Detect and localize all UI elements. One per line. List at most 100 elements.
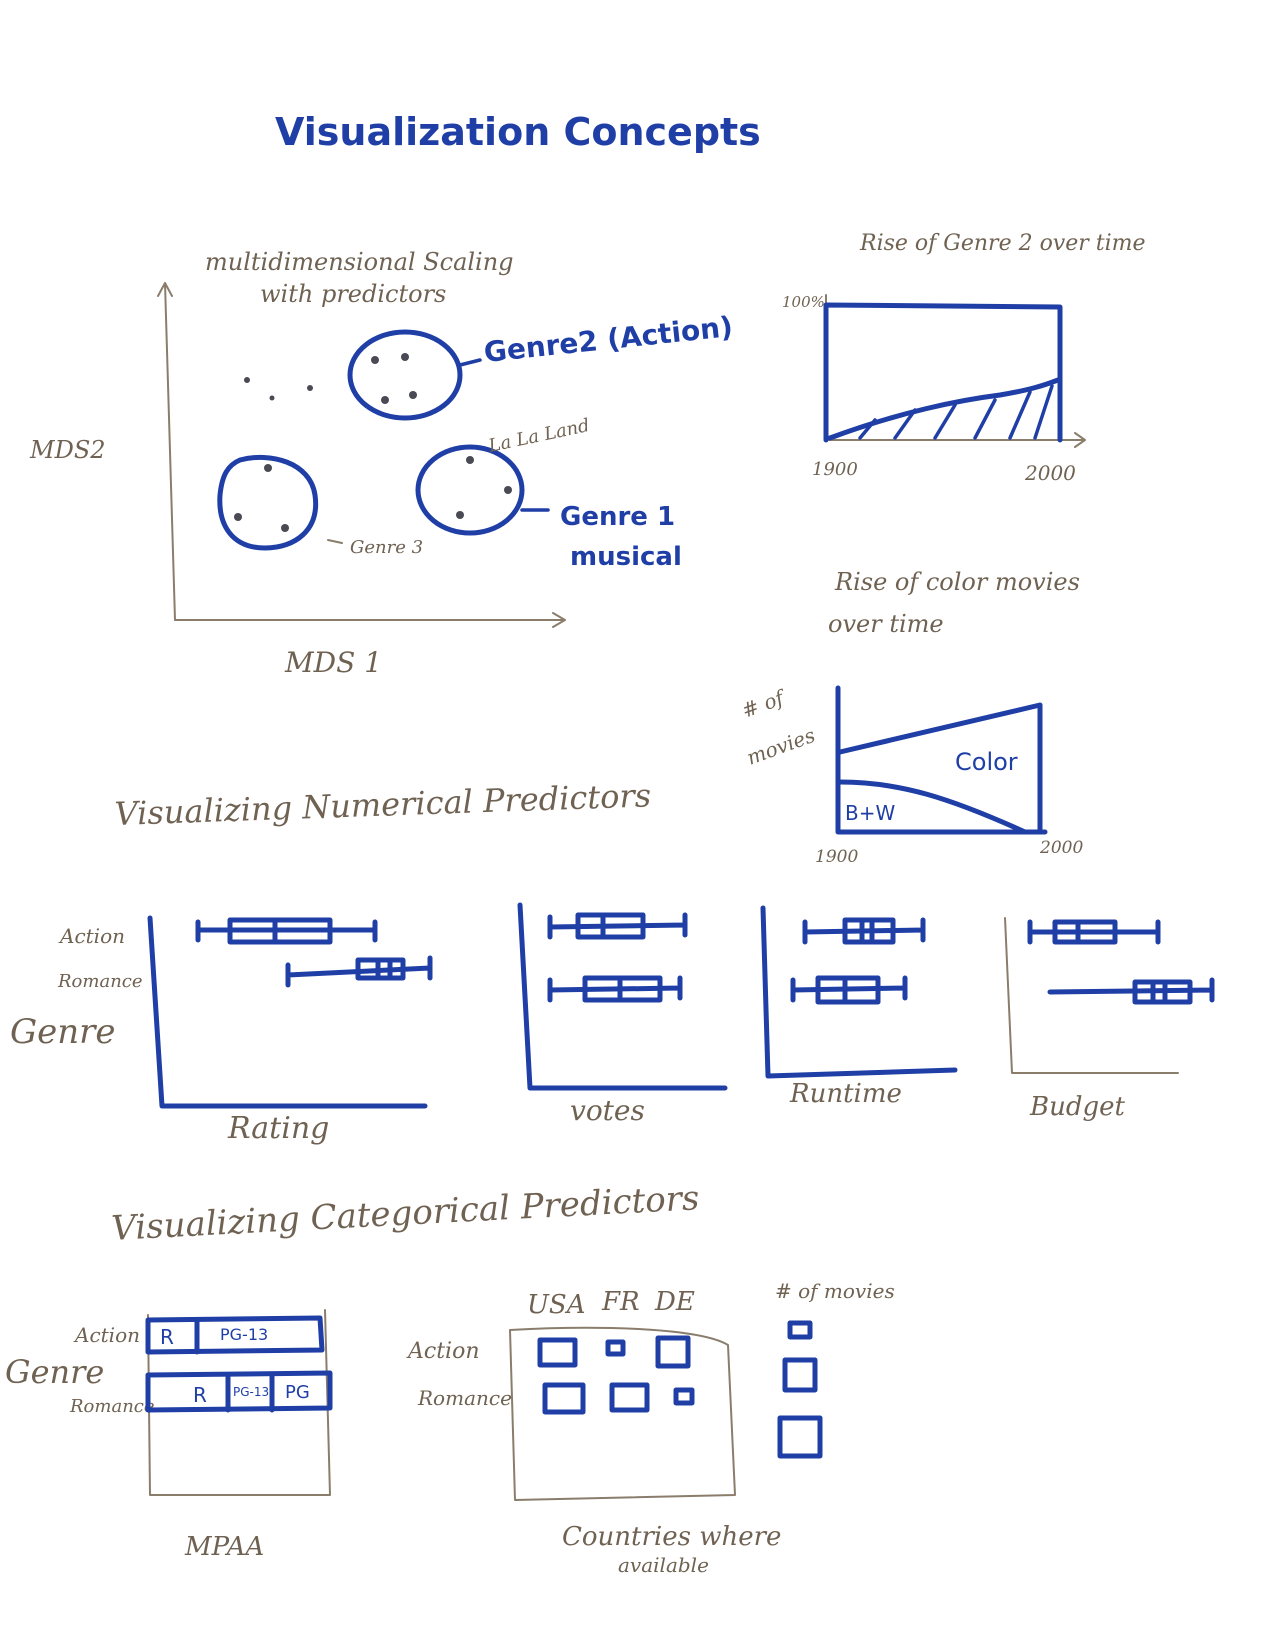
legend-square-medium [782,1357,818,1393]
mds-sketch: multidimensional Scaling with predictors… [29,248,734,679]
rise-color-x-end: 2000 [1039,838,1083,858]
votes-action-iqr [575,912,646,940]
rise-color-title-line1: Rise of color movies [834,568,1080,596]
genre1-label-line1: Genre 1 [560,502,675,532]
mds-point [307,385,313,391]
rise-color-color-label: Color [955,748,1018,776]
mds-point [371,356,379,364]
mpaa-romance-seg-pg: PG [285,1382,310,1403]
budget-romance-box [1047,977,1215,1003]
countries-sketch: USA FR DE Action Romance Countries where… [406,1287,781,1577]
mds-point [269,395,275,401]
countries-col-fr: FR [601,1287,640,1317]
mds-point [504,486,512,494]
rise-genre2-hatching [858,384,1054,440]
numerical-section: Visualizing Numerical Predictors Genre A… [10,776,1215,1146]
legend-square-large [777,1415,823,1459]
genre3-cluster [217,454,319,551]
rating-axes [147,915,428,1109]
votes-x-label: votes [570,1094,645,1127]
numerical-heading: Visualizing Numerical Predictors [114,776,652,833]
mds-point [401,353,409,361]
numerical-romance-label: Romance [57,971,143,992]
countries-col-usa: USA [527,1290,586,1320]
categorical-heading: Visualizing Categorical Predictors [110,1178,700,1249]
rise-color-bw-label: B+W [845,801,895,825]
mds-point [234,513,242,521]
genre2-label: Genre2 (Action) [482,310,734,369]
mds-y-axis [157,282,176,621]
tile-romance-fr [609,1382,650,1413]
rise-color-title-line2: over time [828,610,944,638]
mds-point [456,511,464,519]
genre2-cluster [347,329,463,421]
runtime-romance-iqr [815,975,881,1005]
countries-x-label-line1: Countries where [562,1522,781,1552]
boxplot-rating: Rating [147,915,433,1146]
mpaa-action-label: Action [73,1323,140,1347]
rise-color-bw-boundary [837,779,1028,835]
budget-x-label: Budget [1029,1092,1126,1122]
tile-action-usa [537,1337,578,1368]
rise-color-axes [835,685,1048,835]
countries-frame [509,1326,736,1501]
runtime-axes [760,905,958,1079]
rise-color-y-label-line1: # of [739,684,791,722]
runtime-action-iqr [842,917,896,945]
mpaa-romance-seg-r: R [193,1383,207,1407]
mpaa-bar-action [145,1315,325,1355]
mpaa-romance-seg-pg13: PG-13 [233,1385,269,1399]
boxplot-runtime: Runtime [760,905,958,1109]
mpaa-x-label: MPAA [184,1532,264,1562]
mds-title-line1: multidimensional Scaling [205,248,514,276]
mpaa-bar-romance [145,1370,333,1413]
runtime-x-label: Runtime [789,1079,902,1109]
rating-romance-median [375,957,393,981]
mds-point [264,464,272,472]
mpaa-action-seg-pg13: PG-13 [220,1325,268,1344]
rise-color-sketch: Rise of color movies over time # of movi… [739,568,1084,867]
votes-action-box [547,912,688,940]
rise-genre2-x-end: 2000 [1024,461,1076,485]
runtime-romance-box [790,975,908,1003]
mpaa-sketch: Genre Action Romance R PG-13 R PG-13 PG … [5,1309,333,1562]
genre3-label: Genre 3 [350,537,423,558]
budget-romance-median [1150,979,1168,1005]
lalaland-label: La La Land [486,415,592,457]
rise-genre2-title: Rise of Genre 2 over time [859,231,1146,256]
legend-square-small [787,1320,813,1340]
rating-x-label: Rating [227,1111,329,1146]
rise-genre2-area [827,377,1061,441]
budget-action-box [1027,919,1161,945]
countries-x-label-line2: available [618,1553,709,1577]
genre1-label-line2: musical [570,542,682,572]
runtime-action-median [859,917,875,945]
mds-point [381,396,389,404]
mds-x-axis [174,612,566,628]
budget-axes [1004,917,1179,1074]
countries-col-de: DE [654,1287,695,1317]
rise-color-y-label-line2: movies [744,723,819,770]
rating-action-box [195,919,378,943]
genre3-leader [327,539,343,544]
votes-axes [517,902,728,1091]
rise-color-top-boundary [837,702,1043,835]
mpaa-romance-label: Romance [69,1396,155,1417]
mds-y-label: MDS2 [29,436,106,464]
boxplot-budget: Budget [1004,917,1215,1122]
boxplot-votes: votes [517,902,728,1127]
mds-title-line2: with predictors [260,280,446,308]
countries-row-romance: Romance [417,1386,512,1410]
rise-genre2-y-top-label: 100% [782,293,825,311]
numerical-action-label: Action [58,924,125,948]
rise-color-x-start: 1900 [815,847,858,867]
numerical-genre-label: Genre [10,1012,116,1052]
mds-point [466,456,474,464]
countries-legend: # of movies [775,1279,895,1459]
mds-point [409,391,417,399]
mds-point [244,377,250,383]
mds-point [281,524,289,532]
tile-romance-usa [542,1382,586,1415]
legend-title: # of movies [775,1279,895,1303]
